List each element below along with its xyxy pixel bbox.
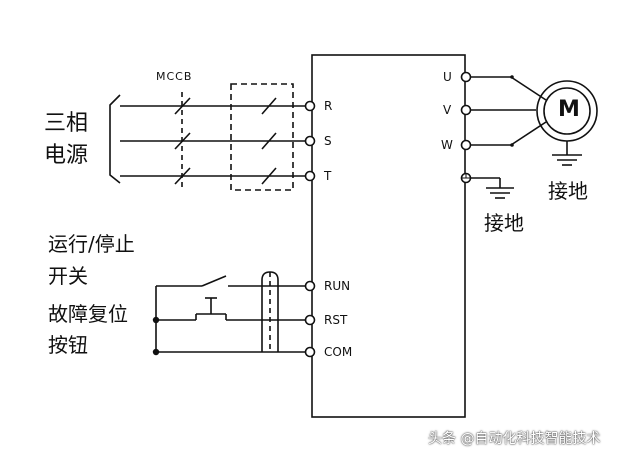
run-stop-switch-label-line2: 开关 [48, 264, 88, 288]
terminal-rst [304, 314, 316, 326]
terminal-t [304, 170, 316, 182]
terminal-s-label: S [324, 134, 332, 148]
motor-inner [543, 87, 591, 135]
three-phase-power-label-line2: 电源 [44, 143, 89, 168]
terminal-u [460, 71, 472, 83]
terminal-com-label: COM [324, 345, 353, 359]
terminal-w [460, 139, 472, 151]
run-stop-switch-label-line1: 运行/停止 [48, 232, 135, 256]
contactor-box [230, 83, 294, 191]
terminal-v-label: V [443, 103, 452, 117]
inverter-box [311, 54, 466, 418]
terminal-s [304, 135, 316, 147]
terminal-t-label: T [324, 169, 332, 183]
run-switch-blade [201, 275, 227, 287]
mccb-label: MCCB [156, 70, 193, 83]
terminal-r-label: R [324, 99, 333, 113]
power-brace [109, 94, 121, 184]
contactor-blade-r [261, 97, 277, 115]
three-phase-power-label-line1: 三相 [44, 111, 89, 136]
contactor-blade-s [261, 132, 277, 150]
inverter-ground-label: 接地 [484, 211, 524, 235]
terminal-w-label: W [441, 138, 453, 152]
motor-label: M [558, 97, 580, 122]
fault-reset-button-label-line2: 按钮 [48, 333, 88, 357]
terminal-u-label: U [443, 70, 452, 84]
watermark: 头条 @自动化科技智能技术 [428, 431, 601, 447]
contactor-blade-t [261, 167, 277, 185]
motor-ground-label: 接地 [548, 179, 588, 203]
fault-reset-button-label-line1: 故障复位 [48, 302, 128, 326]
terminal-r [304, 100, 316, 112]
terminal-rst-label: RST [324, 313, 348, 327]
terminal-v [460, 104, 472, 116]
terminal-run [304, 280, 316, 292]
terminal-run-label: RUN [324, 279, 351, 293]
terminal-com [304, 346, 316, 358]
